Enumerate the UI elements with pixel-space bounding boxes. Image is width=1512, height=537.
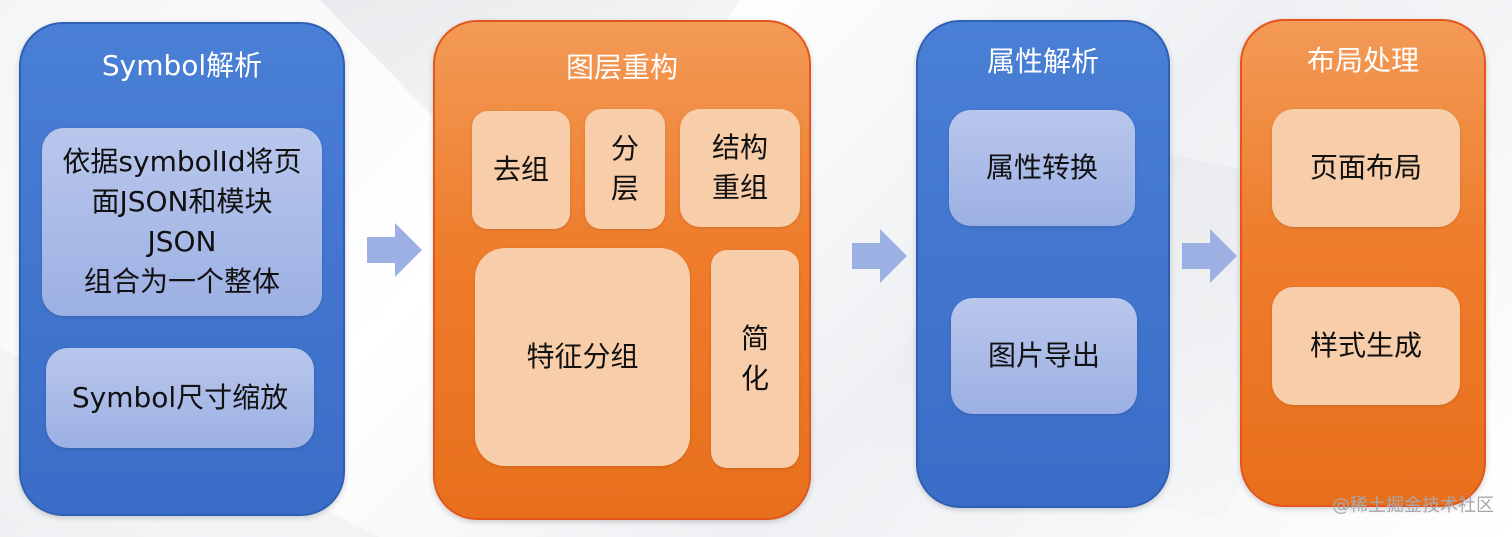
- step-label: 去组: [492, 153, 549, 186]
- step-layering: 分层: [585, 109, 665, 229]
- step-attribute-convert: 属性转换: [949, 110, 1135, 226]
- stage-layout-processing: 布局处理 页面布局 样式生成: [1240, 19, 1486, 507]
- step-feature-grouping: 特征分组: [475, 248, 690, 466]
- step-simplify: 简化: [711, 250, 799, 468]
- step-label: 属性转换: [985, 151, 1098, 184]
- flow-arrow-icon: [1182, 229, 1237, 283]
- step-symbol-scale: Symbol尺寸缩放: [46, 348, 314, 448]
- step-label: Symbol尺寸缩放: [71, 381, 289, 414]
- stage-title: 图层重构: [565, 51, 678, 84]
- step-page-layout: 页面布局: [1272, 109, 1460, 227]
- step-label: 样式生成: [1309, 329, 1422, 362]
- step-ungroup: 去组: [472, 111, 570, 229]
- step-label: 简化: [740, 322, 769, 395]
- stage-attribute-parse: 属性解析 属性转换 图片导出: [916, 20, 1170, 508]
- step-label: 页面布局: [1309, 151, 1422, 184]
- flow-arrow-icon: [367, 223, 422, 277]
- watermark: @稀土掘金技术社区: [1332, 495, 1494, 516]
- step-label: 特征分组: [526, 340, 639, 373]
- stage-title: 布局处理: [1306, 44, 1419, 77]
- stage-title: 属性解析: [986, 45, 1099, 78]
- stage-title: Symbol解析: [101, 49, 263, 82]
- step-style-generate: 样式生成: [1272, 287, 1460, 405]
- step-label: 图片导出: [987, 339, 1100, 372]
- step-label: 结构重组: [711, 131, 768, 204]
- step-image-export: 图片导出: [951, 298, 1137, 414]
- step-structure-regroup: 结构重组: [680, 109, 800, 227]
- flow-arrow-icon: [852, 229, 907, 283]
- step-label: 分层: [610, 132, 639, 205]
- stage-layer-restructure: 图层重构 去组 分层 结构重组 特征分组 简化: [433, 20, 811, 520]
